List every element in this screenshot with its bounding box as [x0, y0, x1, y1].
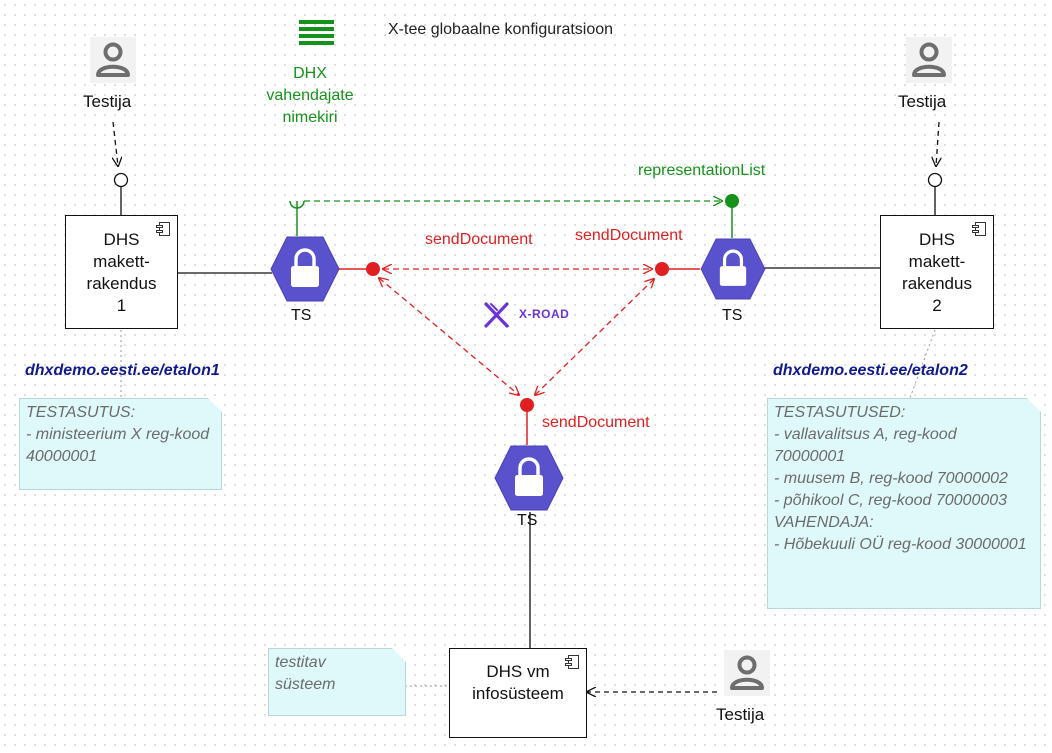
component-line: 1 — [116, 296, 127, 315]
note-line: süsteem — [275, 676, 336, 693]
component-line: infosüsteem — [472, 684, 564, 703]
note-link-right — [909, 329, 936, 399]
component-dhs-2[interactable]: DHS makett- rakendus 2 — [880, 215, 994, 329]
actor-label-left: Testija — [83, 92, 132, 111]
interface-circle-left — [113, 172, 129, 188]
dhx-list-label: DHX vahendajate nimekiri — [266, 65, 354, 126]
xroad-logo-icon — [484, 302, 509, 328]
interface-circle-right — [927, 172, 943, 188]
note-line: TESTASUTUSED: — [774, 404, 906, 421]
note-line: - vallavalitsus A, reg-kood — [774, 426, 957, 443]
note-line: TESTASUTUS: — [26, 404, 136, 421]
component-icon — [156, 222, 170, 236]
send-flow-right — [535, 279, 654, 395]
component-line: DHS — [103, 230, 140, 249]
usage-arrow-left — [113, 121, 118, 166]
note-line: - Hõbekuuli OÜ reg-kood 30000001 — [774, 536, 1027, 553]
component-dhs-infosysteem[interactable]: DHS vm infosüsteem — [449, 648, 587, 738]
lock-hexagon-icon — [270, 236, 340, 302]
list-port — [725, 194, 739, 208]
note-line: 40000001 — [26, 448, 98, 465]
person-icon — [90, 37, 136, 83]
list-socket — [289, 200, 305, 209]
ts-label-right: TS — [722, 307, 743, 324]
component-line: makett- — [908, 252, 966, 271]
person-icon — [906, 37, 952, 83]
note-line: VAHENDAJA: — [774, 514, 874, 531]
component-dhs-1[interactable]: DHS makett- rakendus 1 — [65, 215, 178, 329]
actor-label-right: Testija — [898, 92, 947, 111]
component-line: rakendus — [902, 274, 972, 293]
component-icon — [972, 222, 986, 236]
note-testitav-susteem: testitav süsteem — [268, 648, 406, 716]
send-document-label-left: sendDocument — [425, 231, 533, 248]
note-line: - ministeerium X reg-kood — [26, 426, 210, 443]
component-line: DHS — [919, 230, 955, 249]
component-line: makett- — [93, 252, 150, 271]
lock-hexagon-icon — [699, 238, 767, 300]
person-icon — [724, 650, 770, 696]
component-line: 2 — [932, 296, 942, 315]
send-flow-left — [379, 278, 519, 395]
send-port-right — [655, 262, 669, 276]
note-line: testitav — [275, 654, 326, 671]
note-line: - põhikool C, reg-kood 70000003 — [774, 492, 1008, 509]
usage-arrow-right — [936, 121, 939, 166]
list-lines-icon — [299, 20, 334, 45]
url-etalon2[interactable]: dhxdemo.eesti.ee/etalon2 — [773, 362, 968, 379]
diagram-title: X-tee globaalne konfiguratsioon — [388, 21, 614, 38]
lock-hexagon-icon — [494, 444, 564, 512]
actor-label-bottom: Testija — [716, 705, 765, 724]
xroad-logo-text: X-ROAD — [519, 307, 570, 321]
component-line: rakendus — [86, 274, 157, 293]
note-line: 70000001 — [774, 448, 846, 465]
send-port-left — [366, 262, 380, 276]
note-testasutus: TESTASUTUS: - ministeerium X reg-kood 40… — [19, 398, 222, 490]
ts-label-left: TS — [291, 307, 312, 324]
note-line: - muusem B, reg-kood 70000002 — [774, 470, 1008, 487]
note-testasutused: TESTASUTUSED: - vallavalitsus A, reg-koo… — [767, 398, 1041, 609]
url-etalon1[interactable]: dhxdemo.eesti.ee/etalon1 — [25, 362, 220, 379]
component-icon — [565, 655, 579, 669]
send-port-bottom — [520, 398, 534, 412]
representation-list-label: representationList — [638, 162, 766, 179]
send-document-label-bottom: sendDocument — [542, 414, 650, 431]
send-document-label-right: sendDocument — [575, 227, 683, 244]
ts-label-bottom: TS — [517, 512, 538, 529]
component-line: DHS vm — [486, 662, 550, 681]
